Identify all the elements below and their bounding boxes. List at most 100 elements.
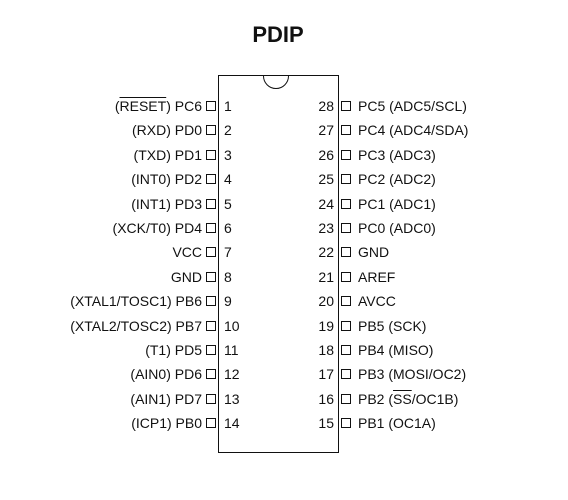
pin-lead-26 [341, 149, 351, 160]
pin-label-20: AVCC [358, 292, 396, 310]
pin-label-text: PC4 (ADC4/SDA) [358, 122, 469, 139]
pin-number-7: 7 [224, 244, 232, 261]
pin-label-text: (ICP1) PB0 [131, 415, 202, 432]
pin-label-active-low: RESET [119, 98, 167, 114]
pin-lead-28 [341, 101, 351, 111]
pin-label-7: VCC [0, 243, 202, 261]
pin-label-18: PB4 (MISO) [358, 341, 433, 359]
pin-number-9: 9 [224, 293, 232, 310]
pin-label-text: (T1) PD5 [145, 342, 202, 358]
pin-number-16: 16 [318, 390, 334, 407]
pin-label-19: PB5 (SCK) [358, 317, 426, 335]
pin-label-text: PB5 (SCK) [358, 317, 427, 334]
pin-label-22: GND [358, 243, 389, 261]
pin-lead-27 [341, 125, 351, 136]
pin-label-28: PC5 (ADC5/SCL) [358, 97, 467, 115]
pin-lead-4 [206, 174, 216, 185]
pin-label-text: VCC [172, 244, 202, 261]
pin-number-13: 13 [224, 390, 240, 407]
pin-lead-15 [341, 418, 351, 429]
pin-label-2: (RXD) PD0 [0, 121, 202, 139]
pin-label-14: (ICP1) PB0 [0, 414, 202, 432]
pin-number-14: 14 [224, 415, 240, 432]
pin-label-3: (TXD) PD1 [0, 146, 202, 164]
pin-label-text: ( [114, 98, 120, 114]
pin-lead-10 [206, 320, 216, 331]
pin-label-26: PC3 (ADC3) [358, 146, 436, 164]
pin-number-4: 4 [224, 171, 232, 188]
pin-label-text: PB3 (MOSI/OC2) [358, 366, 467, 383]
pin-number-8: 8 [224, 268, 232, 285]
pin-number-19: 19 [318, 317, 334, 334]
pin-label-12: (AIN0) PD6 [0, 365, 202, 383]
pin-lead-16 [341, 393, 351, 404]
pin-label-text: PC0 (ADC0) [358, 220, 436, 236]
pin-label-17: PB3 (MOSI/OC2) [358, 365, 466, 383]
pin-label-21: AREF [358, 268, 395, 286]
pin-lead-3 [206, 149, 216, 160]
pin-number-3: 3 [224, 146, 232, 163]
pin1-notch [263, 75, 289, 89]
pin-number-21: 21 [318, 268, 334, 285]
package-title: PDIP [252, 22, 304, 47]
pin-number-22: 22 [318, 244, 334, 261]
pin-lead-1 [206, 101, 216, 111]
pin-number-11: 11 [224, 342, 239, 358]
pin-number-5: 5 [224, 195, 232, 212]
pin-lead-12 [206, 369, 216, 380]
chip-body [218, 75, 339, 453]
pin-label-text: PC1 (ADC1) [358, 195, 436, 212]
pin-lead-25 [341, 174, 351, 185]
pin-number-26: 26 [318, 146, 334, 163]
pin-number-17: 17 [318, 366, 334, 383]
pin-label-text: (XTAL2/TOSC2) PB7 [70, 317, 202, 334]
pin-label-6: (XCK/T0) PD4 [0, 219, 202, 237]
pin-label-16: PB2 (SS/OC1B) [358, 390, 458, 408]
pin-label-11: (T1) PD5 [0, 341, 202, 359]
pin-lead-20 [341, 296, 351, 307]
pin-label-9: (XTAL1/TOSC1) PB6 [0, 292, 202, 310]
pin-label-text: (XTAL1/TOSC1) PB6 [70, 293, 202, 310]
pin-label-text: PC5 (ADC5/SCL) [358, 98, 467, 114]
pin-label-8: GND [0, 268, 202, 286]
pin-label-4: (INT0) PD2 [0, 170, 202, 188]
pin-label-text: AVCC [358, 293, 396, 310]
pin-label-10: (XTAL2/TOSC2) PB7 [0, 317, 202, 335]
pin-lead-2 [206, 125, 216, 136]
pin-number-25: 25 [318, 171, 334, 188]
pin-number-10: 10 [224, 317, 240, 334]
pin-label-text: PC2 (ADC2) [358, 171, 436, 188]
pin-lead-24 [341, 198, 351, 209]
pin-number-12: 12 [224, 366, 240, 383]
pin-lead-13 [206, 393, 216, 404]
pin-number-6: 6 [224, 220, 232, 236]
pin-number-2: 2 [224, 122, 232, 139]
pin-lead-22 [341, 247, 351, 258]
pin-label-5: (INT1) PD3 [0, 195, 202, 213]
pin-number-18: 18 [318, 342, 334, 358]
pin-label-text: PC3 (ADC3) [358, 146, 436, 163]
pin-label-text: /OC1B) [411, 390, 459, 407]
pin-lead-7 [206, 247, 216, 258]
pin-label-text: (AIN0) PD6 [130, 366, 202, 383]
pin-lead-19 [341, 320, 351, 331]
pin-label-text: AREF [358, 268, 396, 285]
pin-label-active-low: SS [393, 390, 412, 407]
pin-number-15: 15 [318, 415, 334, 432]
pin-label-15: PB1 (OC1A) [358, 414, 436, 432]
pin-number-28: 28 [318, 98, 334, 114]
pin-label-text: ) PC6 [166, 98, 202, 114]
pin-label-25: PC2 (ADC2) [358, 170, 436, 188]
pin-lead-18 [341, 345, 351, 355]
pin-number-27: 27 [318, 122, 334, 139]
pin-lead-9 [206, 296, 216, 307]
pin-number-1: 1 [224, 98, 232, 114]
pin-label-27: PC4 (ADC4/SDA) [358, 121, 468, 139]
pin-label-23: PC0 (ADC0) [358, 219, 436, 237]
pin-lead-8 [206, 271, 216, 282]
pin-label-text: (INT0) PD2 [131, 171, 202, 188]
pin-lead-14 [206, 418, 216, 429]
pin-lead-6 [206, 223, 216, 233]
pin-label-13: (AIN1) PD7 [0, 390, 202, 408]
pin-label-text: GND [170, 268, 202, 285]
